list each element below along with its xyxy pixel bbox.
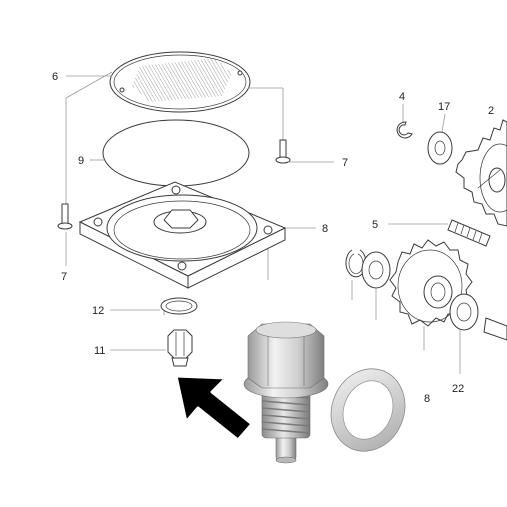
- callout-7-left: 7: [61, 271, 67, 283]
- o-ring-part-12: [160, 297, 198, 315]
- screw-part-7-left: [57, 203, 73, 230]
- callout-12: 12: [92, 305, 104, 317]
- crush-washer-photo: [330, 368, 406, 452]
- shaft-part-5: [447, 219, 491, 247]
- callout-2: 2: [488, 105, 494, 117]
- pointer-arrow-icon: [174, 374, 254, 442]
- cover-plate-part-6: [109, 51, 251, 113]
- circlip-mid: [345, 249, 367, 278]
- callout-6: 6: [52, 71, 58, 83]
- leader-lines-right: [351, 104, 461, 374]
- circlip-part-4: [396, 121, 413, 139]
- callout-9: 9: [78, 155, 84, 167]
- callout-5: 5: [372, 219, 378, 231]
- leader-lines-left: [65, 75, 334, 351]
- shaft-stub: [483, 317, 507, 341]
- callout-7-right: 7: [342, 157, 348, 169]
- washer-mid: [361, 251, 391, 289]
- gear-part-2: [455, 119, 507, 227]
- callout-17: 17: [438, 101, 450, 113]
- callout-11: 11: [94, 345, 105, 357]
- gasket-part-9: [102, 119, 250, 187]
- housing-part-8: [78, 181, 287, 289]
- callout-22: 22: [452, 383, 464, 395]
- washer-part-22: [449, 293, 479, 331]
- washer-part-17: [427, 131, 453, 165]
- callout-8: 8: [322, 223, 328, 235]
- callout-4: 4: [399, 91, 405, 103]
- callout-labels: 6 9 7 7 8 4 17 2 5 12 11 22 8: [52, 71, 494, 405]
- drain-plug-part-11: [167, 329, 193, 367]
- screw-part-7-right: [275, 139, 291, 164]
- magnetic-drain-bolt-photo: [243, 321, 329, 464]
- callout-8-lower: 8: [424, 393, 430, 405]
